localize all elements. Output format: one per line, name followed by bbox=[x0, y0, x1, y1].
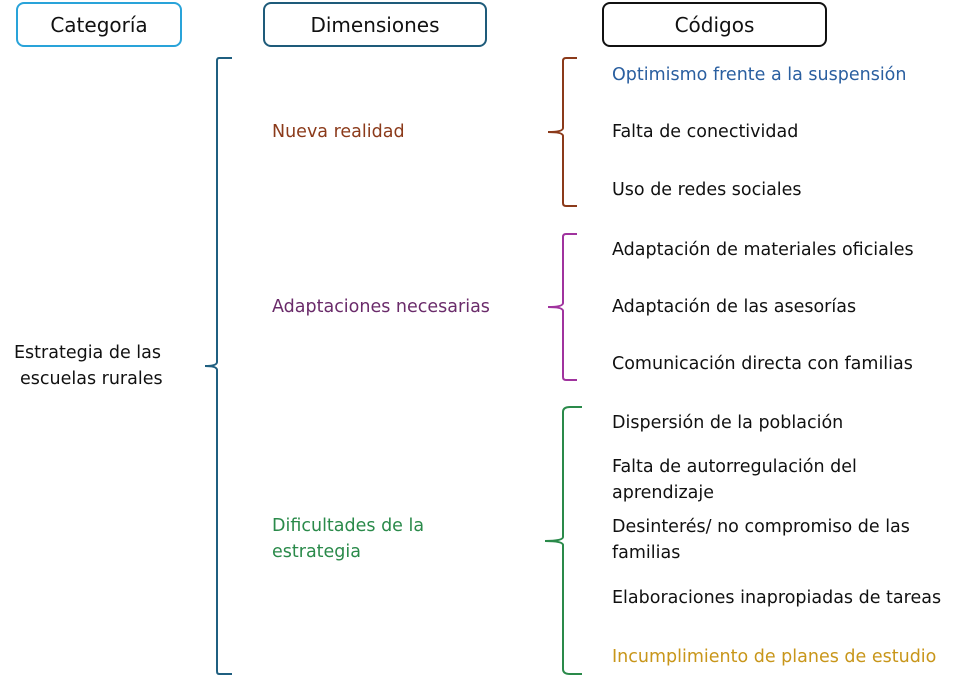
code-item: Adaptación de las asesorías bbox=[612, 297, 857, 317]
header-dimensiones: Dimensiones bbox=[263, 2, 487, 47]
header-categoria: Categoría bbox=[16, 2, 182, 47]
dimension-adaptaciones: Adaptaciones necesarias bbox=[272, 297, 490, 317]
dificultades-bracket bbox=[544, 406, 582, 675]
code-item: Desinterés/ no compromiso de las bbox=[612, 517, 910, 537]
header-categoria-label: Categoría bbox=[50, 12, 148, 37]
dimension-dificultades-1: Dificultades de la bbox=[272, 516, 425, 536]
header-codigos: Códigos bbox=[602, 2, 827, 47]
header-codigos-label: Códigos bbox=[674, 12, 755, 37]
code-item: Adaptación de materiales oficiales bbox=[612, 240, 914, 260]
category-label-2: escuelas rurales bbox=[20, 369, 163, 389]
category-label-1: Estrategia de las bbox=[14, 343, 161, 363]
adaptaciones-bracket bbox=[547, 233, 577, 381]
code-item: Comunicación directa con familias bbox=[612, 354, 913, 374]
code-item: Dispersión de la población bbox=[612, 413, 844, 433]
code-item: Incumplimiento de planes de estudio bbox=[612, 647, 937, 667]
code-item: Elaboraciones inapropiadas de tareas bbox=[612, 588, 942, 608]
nueva-realidad-bracket bbox=[547, 57, 577, 207]
code-item: Optimismo frente a la suspensión bbox=[612, 65, 907, 85]
code-item: Uso de redes sociales bbox=[612, 180, 802, 200]
code-item: Falta de autorregulación del bbox=[612, 457, 857, 477]
code-item: Falta de conectividad bbox=[612, 122, 799, 142]
header-dimensiones-label: Dimensiones bbox=[310, 12, 440, 37]
code-item: familias bbox=[612, 543, 681, 563]
dimension-nueva-realidad: Nueva realidad bbox=[272, 122, 405, 142]
dimension-dificultades-2: estrategia bbox=[272, 542, 361, 562]
main-bracket bbox=[204, 57, 232, 675]
code-item: aprendizaje bbox=[612, 483, 715, 503]
